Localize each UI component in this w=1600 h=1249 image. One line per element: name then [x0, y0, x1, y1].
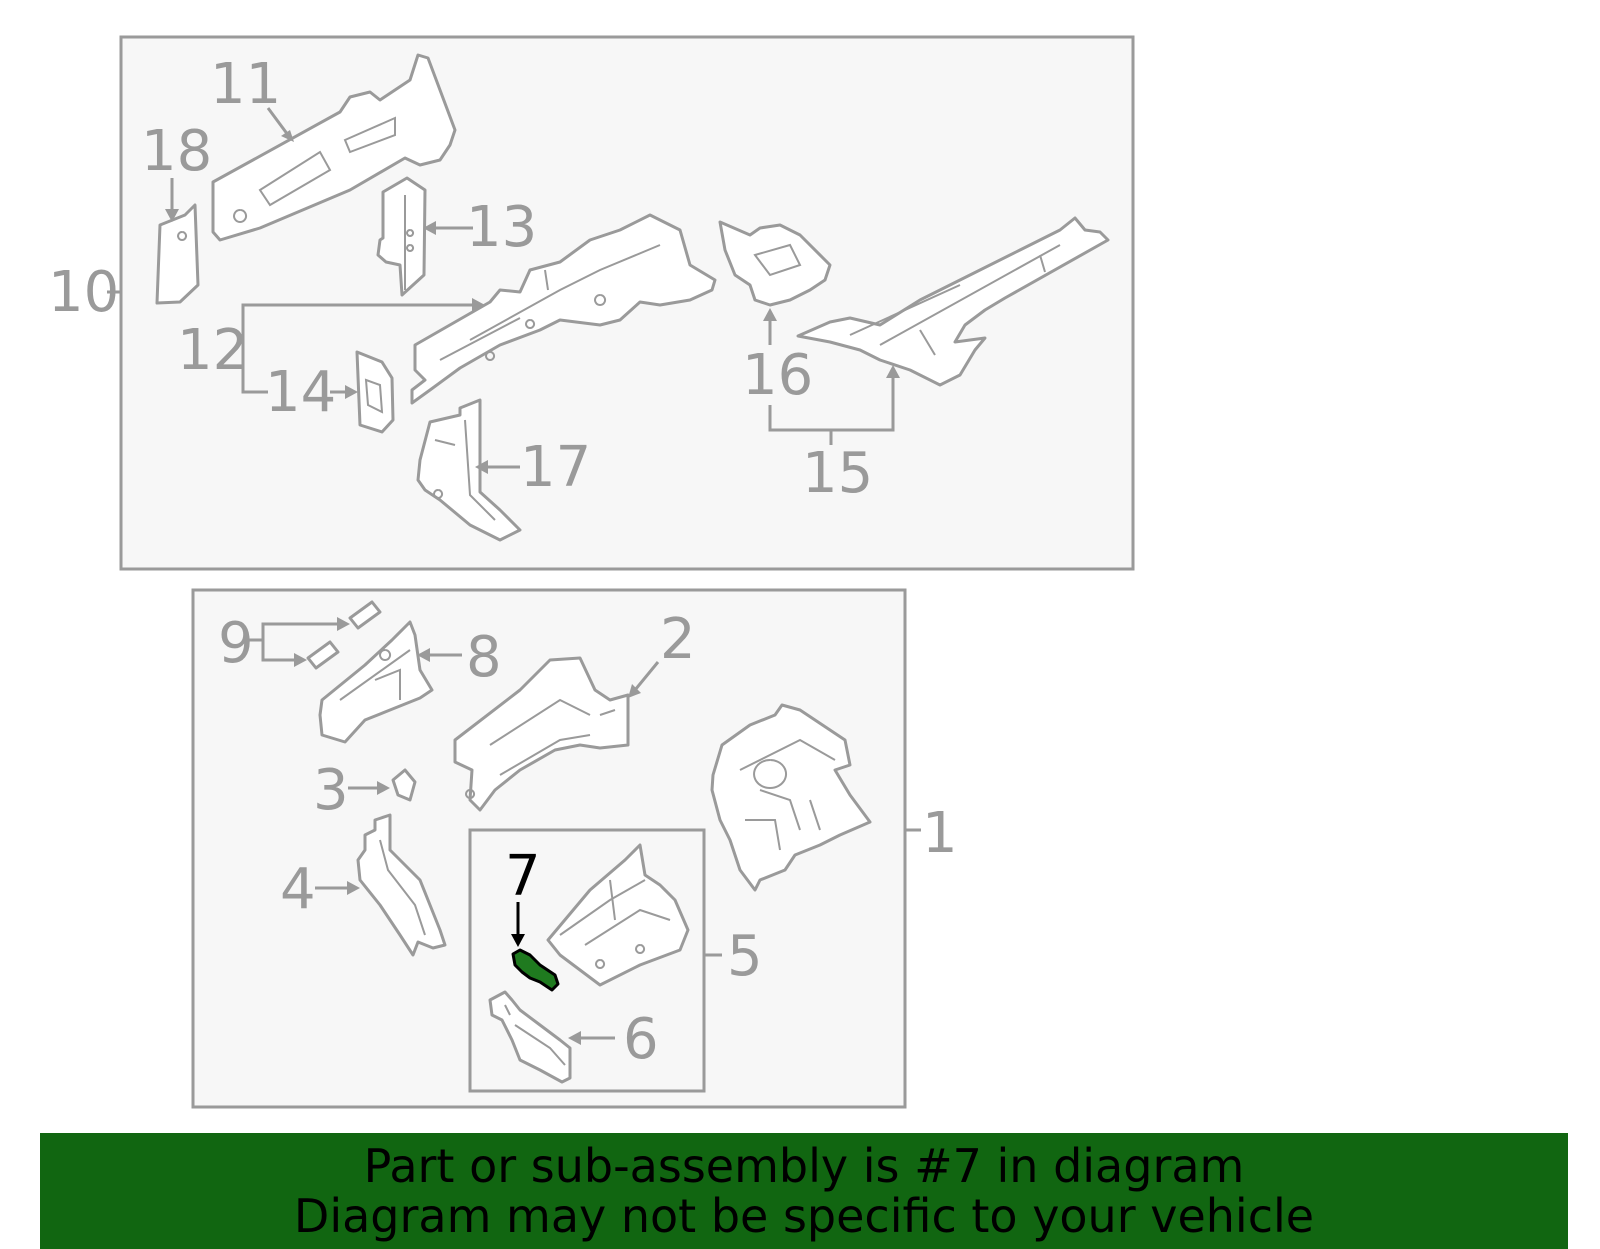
callout-2: 2	[660, 607, 696, 672]
callout-6: 6	[623, 1007, 659, 1072]
callout-16: 16	[742, 343, 813, 408]
arrow-8	[417, 648, 430, 662]
arrow-7	[511, 934, 525, 947]
arrow-3	[377, 781, 390, 795]
part-12[interactable]	[410, 213, 717, 405]
callout-13: 13	[466, 195, 537, 260]
arrow-15	[886, 365, 900, 378]
leader-2	[633, 661, 660, 691]
callout-5: 5	[727, 924, 763, 989]
part-15[interactable]	[796, 216, 1110, 387]
arrow-11	[281, 130, 294, 142]
part-18[interactable]	[155, 203, 200, 305]
arrow-17	[475, 460, 488, 474]
callout-11: 11	[210, 52, 281, 117]
callout-4: 4	[280, 857, 316, 922]
arrow-9a	[337, 617, 350, 631]
arrow-14	[345, 385, 358, 399]
callout-17: 17	[520, 435, 591, 500]
part-5[interactable]	[546, 843, 690, 987]
arrow-2	[628, 684, 641, 698]
callout-8: 8	[466, 625, 502, 690]
arrow-4	[347, 881, 360, 895]
part-3[interactable]	[391, 768, 417, 802]
arrow-18	[165, 209, 179, 222]
arrow-16	[763, 308, 777, 321]
part-17[interactable]	[416, 398, 522, 542]
leader-9b	[261, 640, 297, 662]
leader-9	[248, 622, 340, 642]
callout-9: 9	[218, 611, 254, 676]
banner-line-2: Diagram may not be specific to your vehi…	[293, 1189, 1315, 1243]
callout-12: 12	[177, 318, 248, 383]
leader-14-bracket	[241, 350, 268, 394]
part-14[interactable]	[355, 350, 395, 434]
callout-15: 15	[802, 441, 873, 506]
callout-10: 10	[48, 260, 119, 325]
leader-12	[241, 303, 475, 350]
arrow-6	[568, 1031, 581, 1045]
part-9[interactable]	[306, 600, 382, 670]
leader-11	[266, 107, 290, 136]
callout-7-highlighted: 7	[505, 844, 541, 909]
part-11[interactable]	[211, 53, 457, 242]
callout-14: 14	[265, 360, 336, 425]
part-13[interactable]	[376, 176, 427, 297]
arrow-13	[423, 221, 436, 235]
arrow-9b	[294, 653, 307, 667]
banner-line-1: Part or sub-assembly is #7 in diagram	[363, 1139, 1245, 1193]
part-16[interactable]	[718, 220, 832, 307]
callout-1: 1	[922, 801, 958, 866]
callout-18: 18	[141, 119, 212, 184]
part-8[interactable]	[318, 620, 434, 744]
part-1[interactable]	[710, 703, 872, 892]
part-2[interactable]	[453, 656, 630, 812]
arrow-12	[472, 298, 485, 312]
part-6[interactable]	[488, 990, 572, 1084]
part-4[interactable]	[356, 813, 447, 957]
info-banner: Part or sub-assembly is #7 in diagram Di…	[40, 1133, 1568, 1249]
part-7-highlighted[interactable]	[511, 948, 560, 992]
callout-3: 3	[313, 758, 349, 823]
